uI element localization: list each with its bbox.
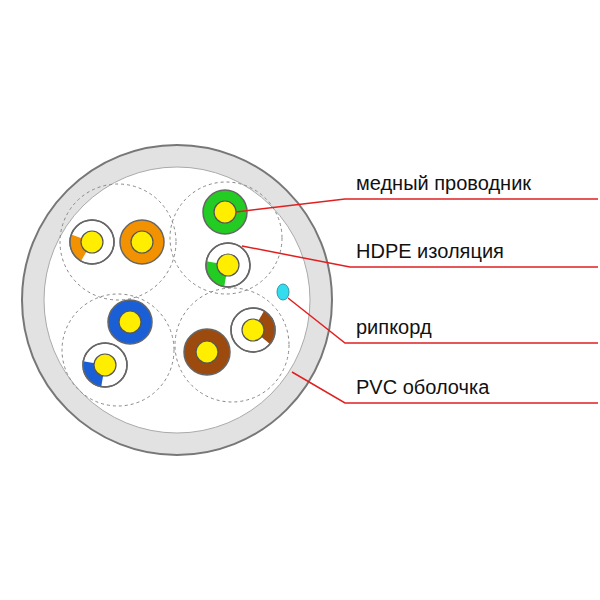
part-label: PVC оболочка (356, 375, 489, 399)
part-label: рипкорд (356, 315, 432, 339)
part-label: медный проводник (356, 171, 531, 195)
part-label: HDPE изоляция (356, 239, 504, 263)
